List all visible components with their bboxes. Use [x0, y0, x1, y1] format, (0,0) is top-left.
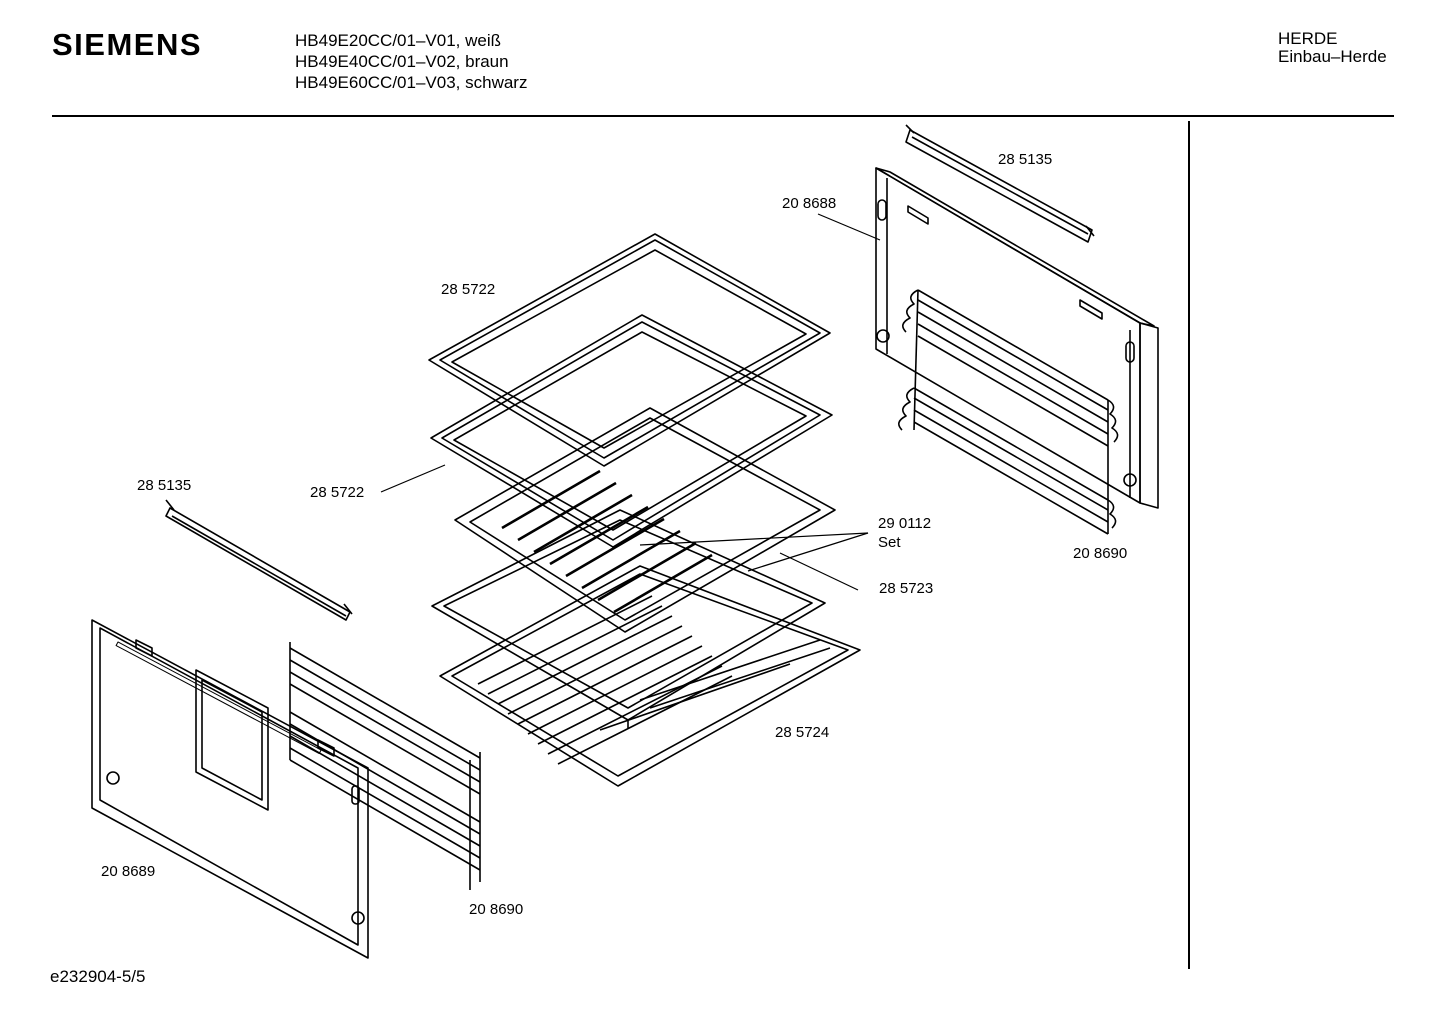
- part-number-label: 28 5135: [998, 151, 1053, 168]
- category-title: HERDE: [1278, 29, 1338, 48]
- part-number-label: 28 5135: [137, 477, 192, 494]
- category-block: HERDE Einbau–Herde: [1278, 30, 1387, 66]
- wire-rack-part: [439, 565, 861, 787]
- part-note-label: Set: [878, 534, 901, 551]
- side-frame-part-right: [875, 167, 1159, 509]
- baking-tray-part-upper: [428, 233, 831, 467]
- model-line: HB49E40CC/01–V02, braun: [295, 52, 509, 71]
- deep-tray-part: [431, 509, 826, 728]
- model-line: HB49E20CC/01–V01, weiß: [295, 31, 502, 50]
- part-number-label: 28 5724: [775, 724, 830, 741]
- baking-tray-part-lower: [430, 314, 833, 548]
- grill-insert-part: [454, 407, 836, 633]
- category-subtitle: Einbau–Herde: [1278, 47, 1387, 66]
- part-number-label: 20 8690: [1073, 545, 1128, 562]
- leader-lines: [380, 213, 881, 591]
- brand-logo: SIEMENS: [52, 27, 203, 62]
- part-number-label: 28 5723: [879, 580, 934, 597]
- rail-part-left: [165, 499, 353, 621]
- header-divider: [52, 115, 1394, 117]
- part-number-label: 20 8688: [782, 195, 837, 212]
- part-number-label: 28 5722: [310, 484, 365, 501]
- side-divider: [1188, 121, 1190, 969]
- shelf-guide-part-left: [289, 642, 481, 890]
- side-frame-part-left: [91, 619, 369, 959]
- model-line: HB49E60CC/01–V03, schwarz: [295, 73, 528, 92]
- part-number-label: 28 5722: [441, 281, 496, 298]
- part-number-label: 20 8690: [469, 901, 524, 918]
- part-number-label: 20 8689: [101, 863, 156, 880]
- model-list: HB49E20CC/01–V01, weiß HB49E40CC/01–V02,…: [295, 30, 527, 93]
- rail-part-top-right: [905, 124, 1095, 243]
- shelf-guide-part-right: [898, 289, 1119, 535]
- part-number-label: 29 0112: [878, 515, 932, 532]
- document-code: e232904-5/5: [50, 967, 146, 986]
